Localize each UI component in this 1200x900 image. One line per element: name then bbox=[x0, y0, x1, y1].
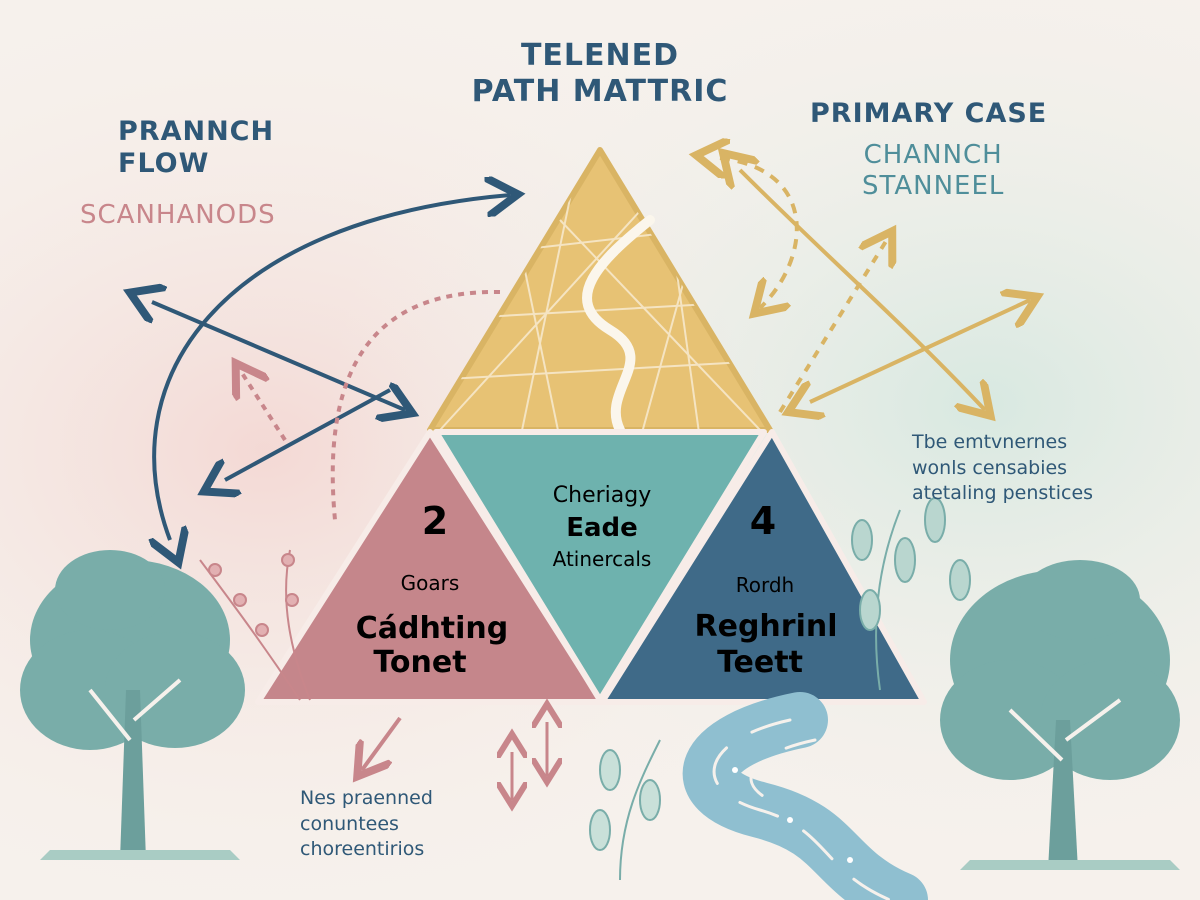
right-note: Tbe emtvnernes wonls censabies atetaling… bbox=[912, 430, 1093, 507]
right-subheading: CHANNCH STANNEEL bbox=[862, 140, 1004, 202]
bottom-note-line1: Nes praenned bbox=[300, 787, 433, 809]
left-heading-line1: PRANNCH bbox=[118, 116, 275, 147]
right-triangle-title-line1: Reghrinl bbox=[695, 609, 838, 644]
navy-cross-arrow-1 bbox=[152, 302, 405, 410]
river-illustration bbox=[682, 692, 928, 900]
left-triangle-small-label: Goars bbox=[401, 571, 460, 595]
diagram-title-line2: PATH MATTRIC bbox=[471, 74, 729, 109]
center-triangle-line3: Atinercals bbox=[553, 547, 652, 571]
rose-dotted-arc bbox=[330, 289, 501, 521]
right-tree-illustration bbox=[940, 560, 1180, 870]
right-triangle-title-line2: Teett bbox=[717, 645, 803, 680]
left-subheading: SCANHANODS bbox=[80, 200, 276, 230]
diagram-title-line1: TELENED bbox=[520, 38, 680, 73]
bottom-note-line2: conuntees bbox=[300, 812, 399, 835]
right-triangle-small-label: Rordh bbox=[736, 573, 794, 597]
right-foliage-illustration bbox=[851, 497, 971, 691]
right-note-line3: atetaling penstices bbox=[912, 482, 1094, 505]
left-triangle-title-line2: Tonet bbox=[373, 645, 466, 680]
gold-dashed-arrow bbox=[778, 238, 888, 414]
left-triangle-title-line1: Cádhting bbox=[356, 611, 509, 646]
diagram-title: TELENED PATH MATTRIC bbox=[470, 38, 730, 110]
left-heading: PRANNCH FLOW bbox=[118, 116, 274, 181]
rose-dotted-arrow bbox=[240, 370, 287, 442]
right-subheading-line1: CHANNCH bbox=[863, 140, 1003, 170]
right-heading: PRIMARY CASE bbox=[810, 98, 1048, 129]
right-note-line1: Tbe emtvnernes bbox=[912, 431, 1068, 453]
gold-cross-arrow bbox=[810, 300, 1030, 402]
bottom-note: Nes praenned conuntees choreentirios bbox=[300, 786, 433, 863]
center-triangle-line1: Cheriagy bbox=[553, 483, 651, 508]
bottom-foliage-illustration bbox=[589, 739, 661, 881]
right-note-line2: wonls censabies bbox=[912, 456, 1068, 479]
rose-down-arrow bbox=[362, 716, 402, 770]
right-triangle-number: 4 bbox=[750, 499, 776, 543]
left-foliage-illustration bbox=[199, 549, 311, 701]
bottom-note-line3: choreentirios bbox=[300, 838, 425, 861]
map-path bbox=[582, 215, 655, 435]
navy-cross-arrow-2 bbox=[225, 388, 391, 480]
center-triangle-line2: Eade bbox=[566, 513, 638, 543]
left-triangle-number: 2 bbox=[422, 499, 448, 543]
right-subheading-line2: STANNEEL bbox=[862, 171, 1005, 202]
left-tree-illustration bbox=[20, 550, 245, 860]
left-heading-line2: FLOW bbox=[118, 148, 210, 180]
